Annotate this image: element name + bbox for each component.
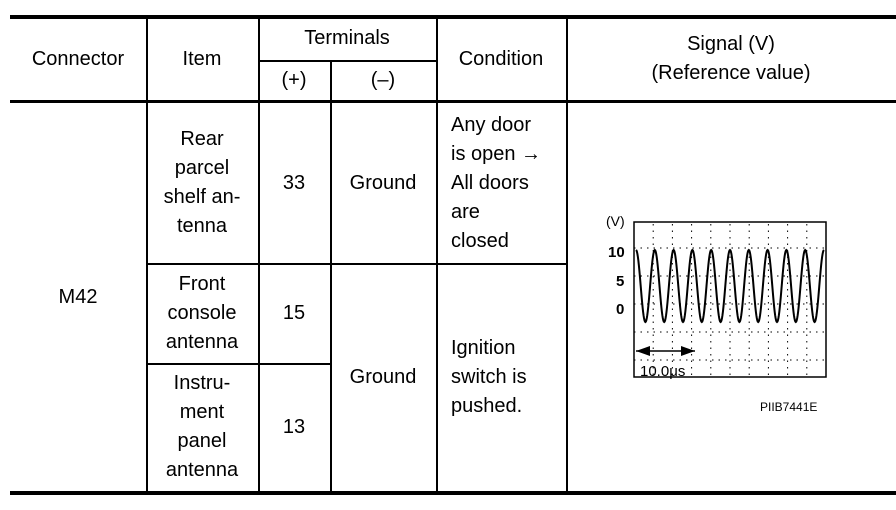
terminals-subheader-rule	[258, 60, 436, 62]
time-division-arrow-right	[681, 346, 695, 356]
y-tick-5: 5	[616, 273, 624, 290]
col-divider-5	[566, 17, 568, 492]
connector-value: M42	[58, 285, 98, 308]
figure-code: PIIB7441E	[760, 400, 818, 414]
waveform-frame	[633, 221, 827, 378]
col-divider-3	[330, 60, 332, 492]
signal-waveform-chart: (V) 10 5 0 10.0μs	[606, 213, 827, 380]
item-instrument-panel-antenna: Instru- ment panel antenna	[165, 372, 239, 481]
bottom-rule	[10, 491, 896, 495]
time-division-arrow-left	[636, 346, 650, 356]
row2-bottom-rule	[146, 363, 330, 365]
header-signal: Signal (V) (Reference value)	[566, 17, 896, 101]
row1-bottom-rule	[146, 263, 566, 265]
y-tick-0: 0	[616, 301, 624, 318]
y-tick-10: 10	[608, 244, 625, 261]
col-divider-1	[146, 17, 148, 492]
ground-bottom: Ground	[349, 365, 417, 388]
header-signal-line2: (Reference value)	[651, 62, 811, 84]
terminal-plus-15: 15	[282, 301, 306, 324]
item-front-console-antenna: Front console antenna	[165, 272, 239, 353]
header-condition: Condition	[458, 47, 544, 70]
col-divider-4	[436, 17, 438, 492]
header-connector: Connector	[31, 47, 125, 70]
top-rule	[10, 15, 896, 19]
ground-top: Ground	[349, 171, 417, 194]
condition-ignition: Ignition switch is pushed.	[451, 336, 527, 417]
terminal-plus-33: 33	[282, 171, 306, 194]
condition-door: Any door is open → All doors are closed	[451, 113, 542, 252]
header-terminal-minus: (–)	[370, 69, 396, 91]
header-terminal-plus: (+)	[281, 69, 307, 91]
item-rear-parcel-shelf-antenna: Rear parcel shelf an- tenna	[163, 128, 241, 237]
terminal-plus-13: 13	[282, 415, 306, 438]
header-terminals: Terminals	[304, 27, 390, 49]
signal-trace	[635, 248, 825, 324]
col-divider-2	[258, 17, 260, 492]
time-division-label: 10.0μs	[640, 363, 685, 380]
header-bottom-rule	[10, 100, 896, 103]
waveform-grid	[634, 224, 826, 375]
header-item: Item	[182, 47, 222, 70]
y-unit-label: (V)	[606, 213, 625, 229]
header-signal-line1: Signal (V)	[687, 33, 775, 55]
